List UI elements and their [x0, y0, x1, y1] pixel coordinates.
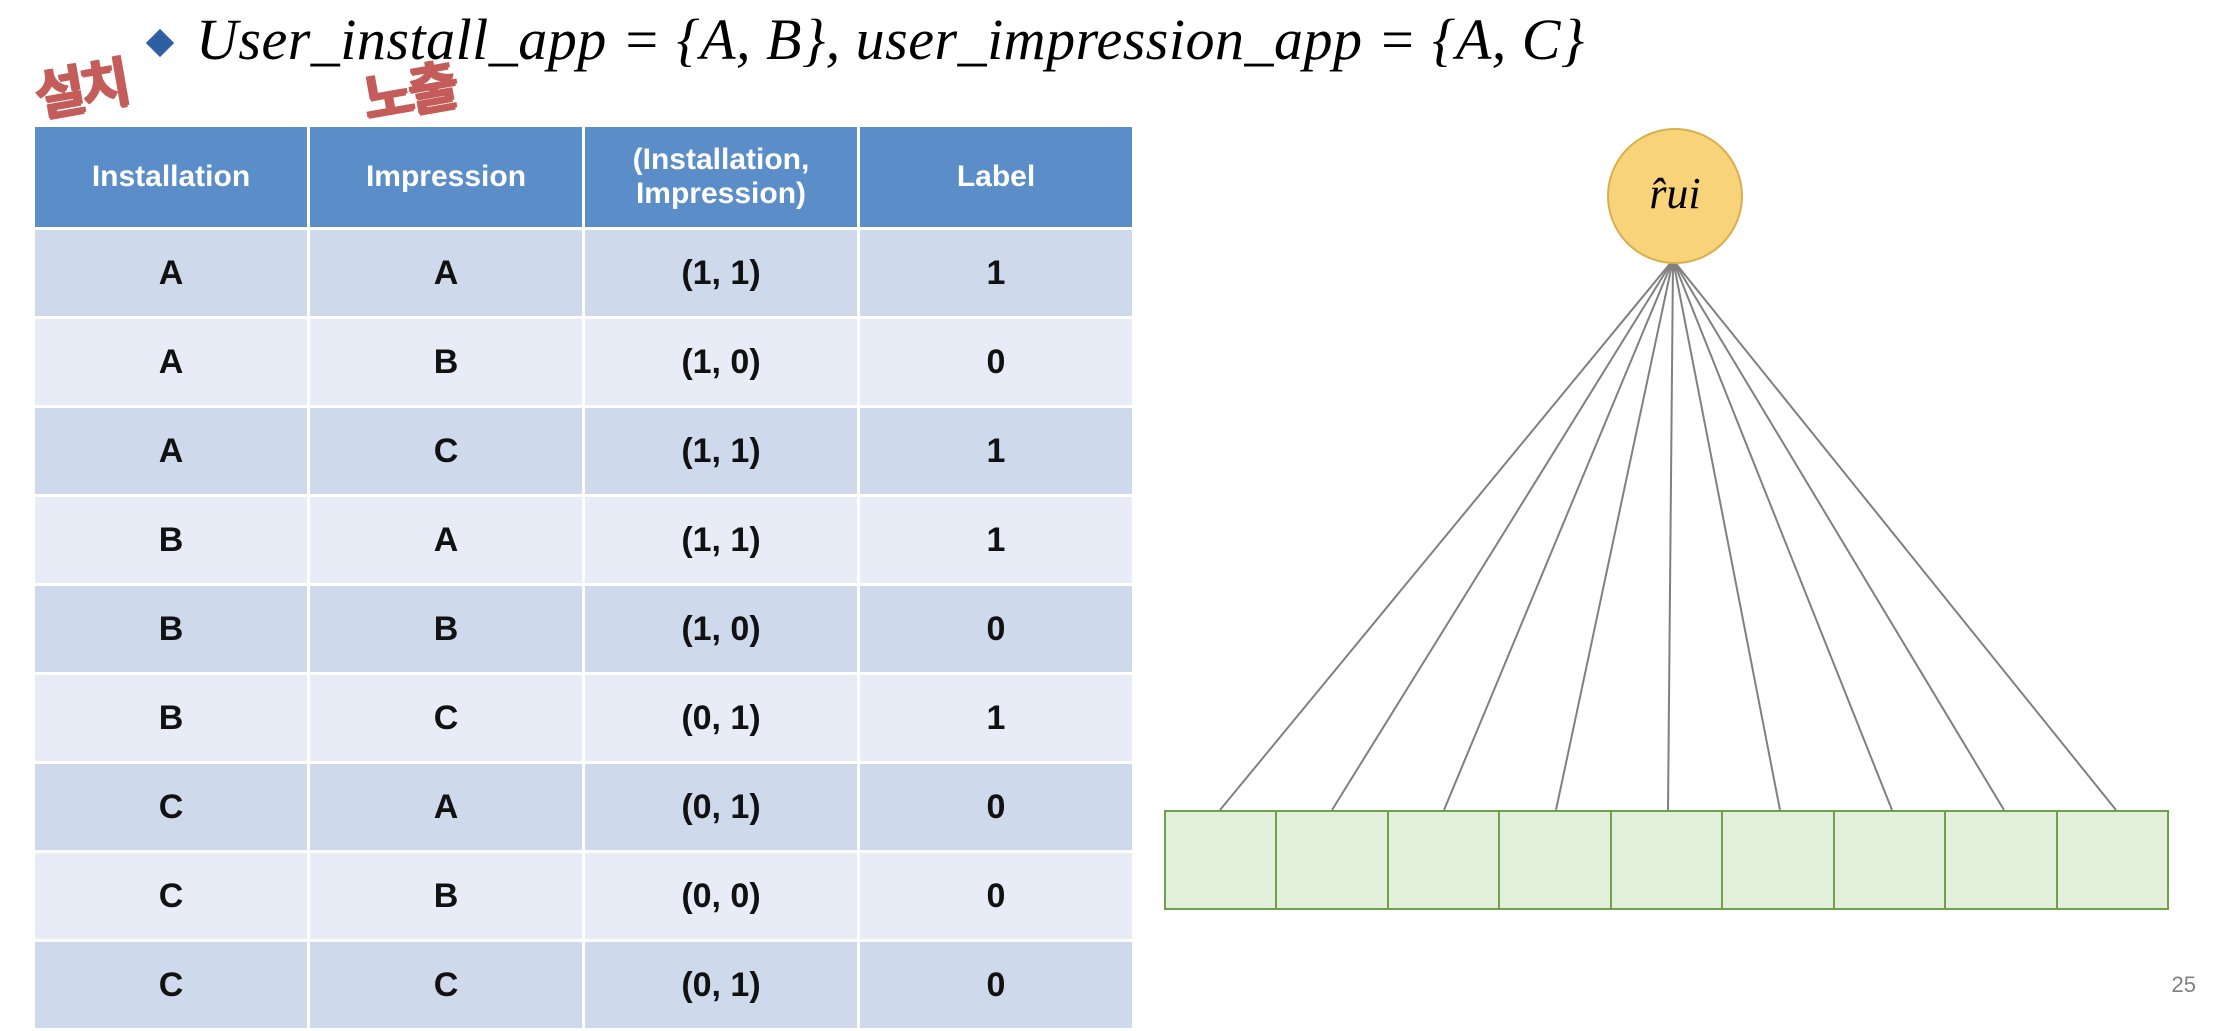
cell-pair: (0, 1)	[585, 942, 857, 1028]
ink-note-installation: 설치	[30, 52, 131, 128]
table-header-row: Installation Impression (Installation, I…	[35, 127, 1132, 227]
cell-impression: A	[310, 230, 582, 316]
cell-installation: A	[35, 319, 307, 405]
cell-label: 0	[860, 942, 1132, 1028]
table-row: A B (1, 0) 0	[35, 319, 1132, 405]
cell-label: 0	[860, 586, 1132, 672]
table-row: B B (1, 0) 0	[35, 586, 1132, 672]
cell-impression: B	[310, 586, 582, 672]
cell-pair: (0, 0)	[585, 853, 857, 939]
cell-pair: (1, 0)	[585, 586, 857, 672]
cell-installation: A	[35, 408, 307, 494]
table-row: C A (0, 1) 0	[35, 764, 1132, 850]
prediction-diagram: r̂ui	[1150, 110, 2200, 950]
embedding-vector-bar	[1164, 810, 2169, 910]
fan-connection-lines	[1219, 259, 2117, 811]
embedding-cell	[1386, 810, 1501, 910]
table-row: A A (1, 1) 1	[35, 230, 1132, 316]
cell-installation: B	[35, 497, 307, 583]
page-number: 25	[2171, 972, 2196, 997]
slide-title-row: User_install_app = {A, B}, user_impressi…	[145, 6, 1585, 73]
prediction-node: r̂ui	[1607, 128, 1743, 264]
cell-impression: C	[310, 408, 582, 494]
cell-label: 0	[860, 319, 1132, 405]
cell-label: 0	[860, 764, 1132, 850]
cell-installation: B	[35, 586, 307, 672]
cell-label: 1	[860, 675, 1132, 761]
table-row: A C (1, 1) 1	[35, 408, 1132, 494]
table-row: B A (1, 1) 1	[35, 497, 1132, 583]
data-table: Installation Impression (Installation, I…	[32, 124, 1135, 1031]
column-header-label: Label	[860, 127, 1132, 227]
cell-pair: (1, 0)	[585, 319, 857, 405]
embedding-cell	[1164, 810, 1278, 910]
cell-label: 0	[860, 853, 1132, 939]
cell-pair: (1, 1)	[585, 408, 857, 494]
cell-label: 1	[860, 408, 1132, 494]
cell-installation: C	[35, 764, 307, 850]
cell-pair: (1, 1)	[585, 230, 857, 316]
cell-installation: C	[35, 853, 307, 939]
column-header-pair: (Installation, Impression)	[585, 127, 857, 227]
embedding-cell	[1275, 810, 1389, 910]
ink-note-impression: 노출	[358, 55, 459, 131]
prediction-node-label: r̂ui	[1649, 169, 1701, 218]
page-title: User_install_app = {A, B}, user_impressi…	[196, 7, 1585, 72]
cell-label: 1	[860, 230, 1132, 316]
cell-pair: (0, 1)	[585, 764, 857, 850]
embedding-cell	[1944, 810, 2058, 910]
table-row: C C (0, 1) 0	[35, 942, 1132, 1028]
cell-impression: C	[310, 942, 582, 1028]
cell-installation: B	[35, 675, 307, 761]
cell-impression: B	[310, 319, 582, 405]
cell-installation: C	[35, 942, 307, 1028]
cell-impression: A	[310, 497, 582, 583]
cell-label: 1	[860, 497, 1132, 583]
cell-pair: (0, 1)	[585, 675, 857, 761]
embedding-cell	[1609, 810, 1724, 910]
table-row: C B (0, 0) 0	[35, 853, 1132, 939]
embedding-cell	[1498, 810, 1612, 910]
embedding-cell	[1832, 810, 1947, 910]
column-header-impression: Impression	[310, 127, 582, 227]
embedding-cell	[1721, 810, 1835, 910]
cell-pair: (1, 1)	[585, 497, 857, 583]
embedding-cell	[2055, 810, 2169, 910]
column-header-installation: Installation	[35, 127, 307, 227]
table-row: B C (0, 1) 1	[35, 675, 1132, 761]
diamond-bullet-icon	[145, 28, 175, 57]
cell-impression: C	[310, 675, 582, 761]
cell-installation: A	[35, 230, 307, 316]
cell-impression: B	[310, 853, 582, 939]
cell-impression: A	[310, 764, 582, 850]
